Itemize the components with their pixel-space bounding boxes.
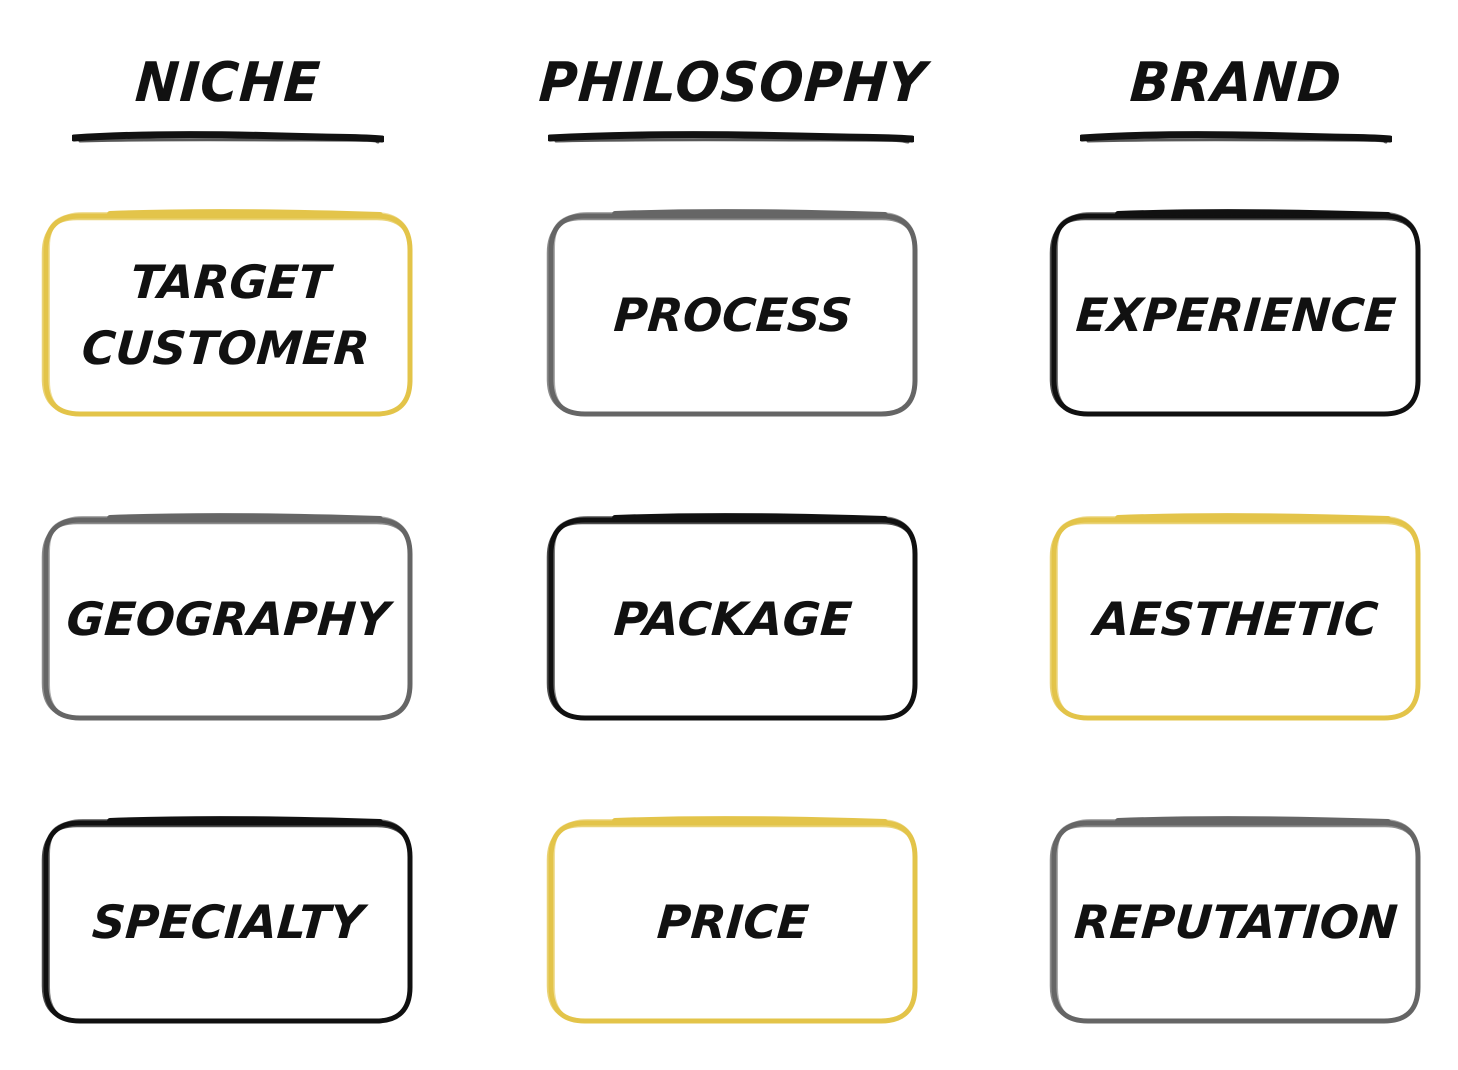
- card-label: REPUTATION: [1072, 895, 1400, 949]
- card-frame-brush: [107, 816, 383, 825]
- column-title-philosophy: PHILOSOPHY: [537, 51, 929, 115]
- column-underline-niche: [72, 131, 384, 144]
- card-frame-stroke: [48, 819, 410, 1023]
- card-frame-stroke: [48, 212, 410, 416]
- card-frame-brush: [1115, 816, 1391, 825]
- card-label: SPECIALTY: [90, 895, 366, 949]
- card-aesthetic: AESTHETIC: [1048, 513, 1424, 724]
- card-frame-brush: [1115, 513, 1391, 522]
- card-frame-brush: [612, 209, 888, 218]
- card-label: PACKAGE: [612, 592, 854, 646]
- card-frame-stroke: [44, 213, 412, 415]
- card-specialty: SPECIALTY: [40, 816, 416, 1027]
- card-label: PROCESS: [612, 288, 854, 342]
- card-frame: [546, 513, 918, 721]
- card-frame-stroke: [549, 517, 917, 719]
- card-frame-stroke: [1052, 213, 1420, 415]
- card-frame-stroke: [44, 820, 412, 1022]
- card-package: PACKAGE: [545, 513, 921, 724]
- card-price: PRICE: [545, 816, 921, 1027]
- card-frame: [546, 816, 918, 1024]
- card-frame-stroke: [48, 516, 410, 720]
- card-frame-brush: [107, 209, 383, 218]
- card-label: GEOGRAPHY: [64, 592, 392, 646]
- card-reputation: REPUTATION: [1048, 816, 1424, 1027]
- card-frame-stroke: [1052, 517, 1420, 719]
- card-frame-brush: [612, 513, 888, 522]
- card-label: TARGET CUSTOMER: [80, 255, 372, 375]
- column-title-brand: BRAND: [1127, 51, 1344, 115]
- card-frame-stroke: [553, 212, 915, 416]
- card-frame-stroke: [553, 516, 915, 720]
- card-frame-brush: [107, 513, 383, 522]
- column-underline-brand: [1080, 131, 1392, 144]
- card-frame: [1049, 816, 1421, 1024]
- card-frame-stroke: [1056, 212, 1418, 416]
- card-frame-stroke: [1056, 819, 1418, 1023]
- card-frame-stroke: [1056, 516, 1418, 720]
- card-frame-brush: [612, 816, 888, 825]
- card-frame: [41, 816, 413, 1024]
- card-frame-stroke: [549, 213, 917, 415]
- card-frame: [1049, 209, 1421, 417]
- card-experience: EXPERIENCE: [1048, 209, 1424, 420]
- card-frame: [41, 513, 413, 721]
- column-underline-philosophy: [548, 131, 914, 144]
- card-label: AESTHETIC: [1092, 592, 1380, 646]
- card-frame: [546, 209, 918, 417]
- card-frame-brush: [1115, 209, 1391, 218]
- card-frame-stroke: [44, 517, 412, 719]
- card-target-customer: TARGET CUSTOMER: [40, 209, 416, 420]
- card-frame: [1049, 513, 1421, 721]
- card-frame-stroke: [553, 819, 915, 1023]
- card-frame-stroke: [1052, 820, 1420, 1022]
- card-geography: GEOGRAPHY: [40, 513, 416, 724]
- card-label: EXPERIENCE: [1074, 288, 1398, 342]
- column-title-niche: NICHE: [133, 51, 323, 115]
- card-frame: [41, 209, 413, 417]
- card-process: PROCESS: [545, 209, 921, 420]
- card-frame-stroke: [549, 820, 917, 1022]
- card-label: PRICE: [655, 895, 811, 949]
